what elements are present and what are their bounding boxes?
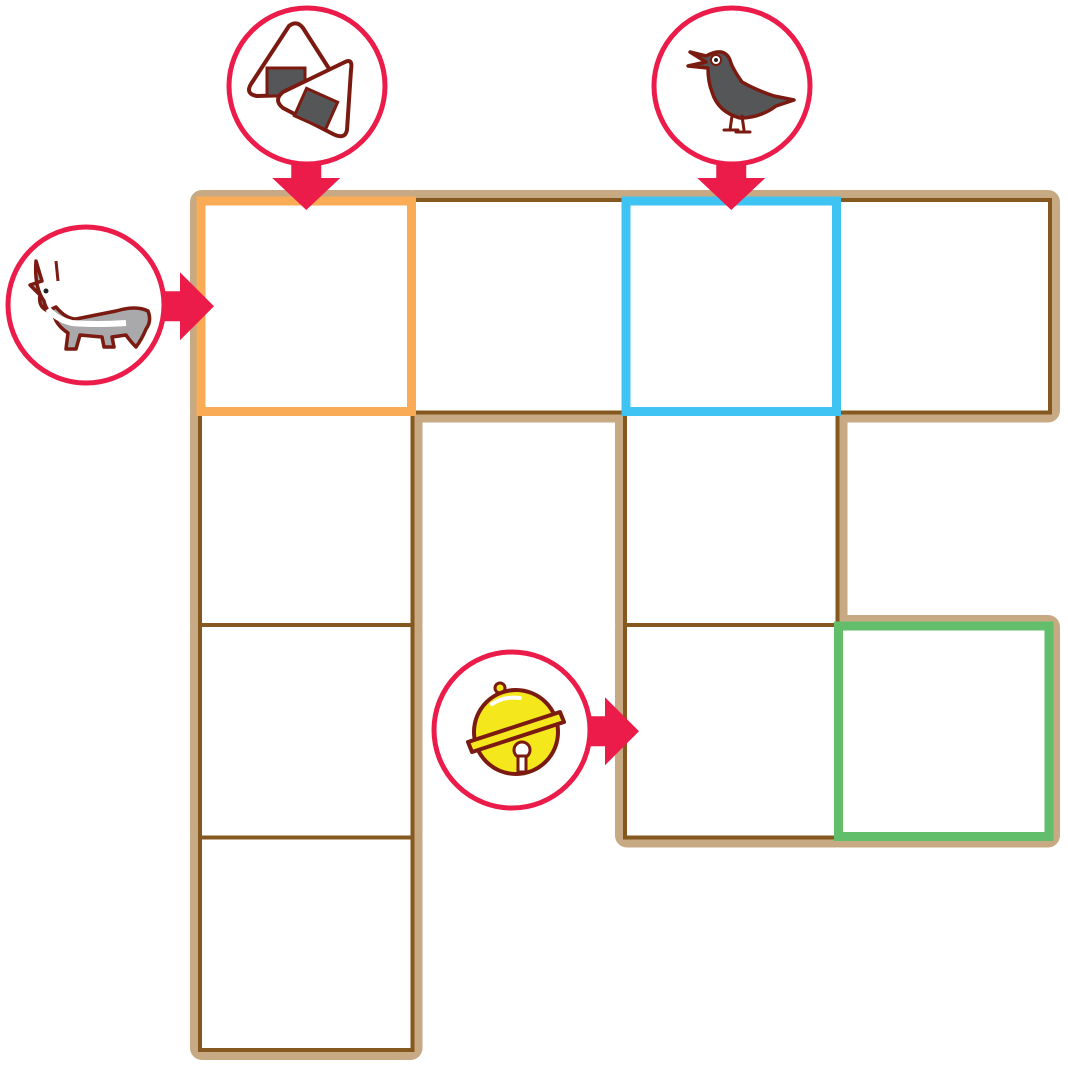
grid-cell[interactable]	[625, 200, 838, 413]
grid-cell[interactable]	[838, 200, 1051, 413]
clue-bell[interactable]	[434, 652, 590, 808]
clue-crow[interactable]	[654, 8, 810, 164]
grid-cell[interactable]	[200, 838, 413, 1051]
clue-fox[interactable]	[8, 227, 164, 383]
grid-cell[interactable]	[838, 625, 1051, 838]
grid-cell[interactable]	[625, 413, 838, 626]
clue-ring	[8, 227, 164, 383]
grid-cell[interactable]	[200, 200, 413, 413]
grid-cell[interactable]	[413, 200, 626, 413]
grid-cell[interactable]	[200, 413, 413, 626]
grid-cell[interactable]	[200, 625, 413, 838]
clue-onigiri[interactable]	[229, 8, 385, 164]
grid-cell[interactable]	[625, 625, 838, 838]
